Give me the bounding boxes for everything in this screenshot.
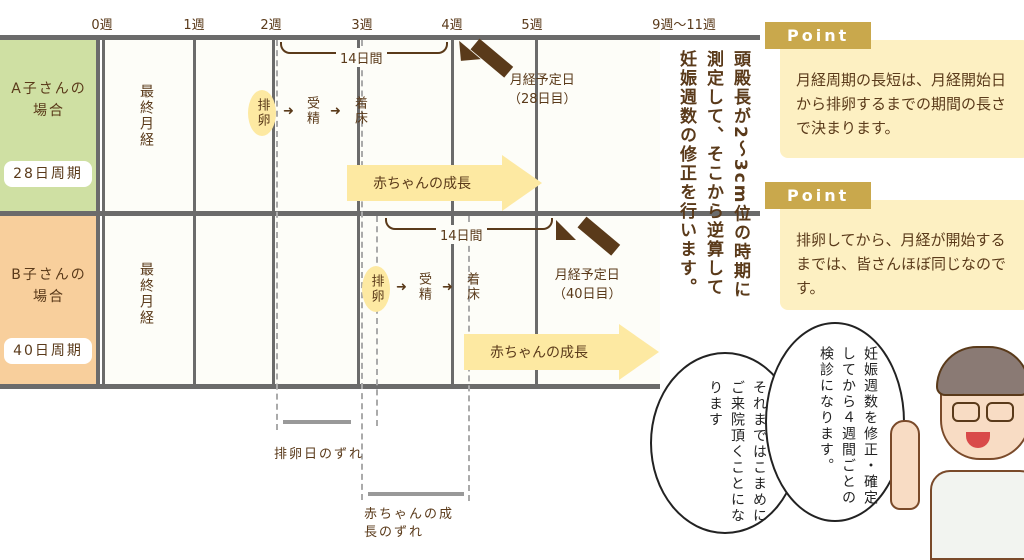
ovulation-label: 排卵: [368, 274, 384, 304]
vertical-note: 頭殿長が2〜3cm位の時期に測定して、そこから逆算して妊娠週数の修正を行います。: [672, 50, 753, 340]
row-b-implantation: 着床: [464, 272, 479, 302]
arrow-icon: ➜: [330, 104, 341, 119]
expected-label: 月経予定日: [554, 268, 620, 283]
week-label-4: 4週: [441, 18, 463, 33]
week-label-0: 0週: [91, 18, 113, 33]
pointing-hand-icon: [890, 420, 920, 510]
row-a-title: A子さんの場合: [11, 81, 87, 119]
row-b-cycle: 40日周期: [4, 338, 92, 364]
grid-line: [193, 37, 196, 387]
bubble-left-text: それまではこまめにご来院頂くことになります: [707, 380, 767, 524]
expected-label: 月経予定日: [509, 73, 575, 88]
row-a-expected: 月経予定日 （28日目）: [508, 69, 577, 107]
week-label-1: 1週: [183, 18, 205, 33]
point-tag-2: Point: [765, 182, 872, 209]
note-line-2: 測定して、そこから逆算して: [703, 50, 723, 297]
arrow-icon: ➜: [442, 280, 453, 295]
middle-line: [0, 211, 760, 216]
growth-gap-label: 赤ちゃんの成長のずれ: [364, 507, 455, 540]
expected-day: （40日目）: [553, 287, 622, 302]
speech-bubble-doctor: 妊娠週数を修正・確定してから４週間ごとの検診になります。: [765, 322, 905, 522]
row-b-fertilization: 受精: [416, 272, 431, 302]
arrowhead-icon: [556, 220, 576, 240]
grid-line: [535, 37, 538, 387]
row-a-last-period: 最終月経: [138, 84, 154, 148]
grid-line: [96, 37, 100, 387]
row-a-cycle: 28日周期: [4, 161, 92, 187]
ovulation-gap-arrow-icon: [283, 420, 351, 424]
point-box-2: 排卵してから、月経が開始するまでは、皆さんほぼ同じなのです。: [780, 200, 1024, 310]
week-label-2: 2週: [260, 18, 282, 33]
dashed-line: [376, 216, 378, 426]
row-a-growth-arrow: 赤ちゃんの成長: [347, 155, 542, 211]
row-b-growth-arrow: 赤ちゃんの成長: [464, 324, 659, 380]
week-label-5: 5週: [521, 18, 543, 33]
ovulation-label: 排卵: [254, 98, 270, 128]
bubble-doctor-text: 妊娠週数を修正・確定してから４週間ごとの検診になります。: [818, 346, 878, 506]
bottom-line: [0, 384, 660, 389]
row-a-implantation: 着床: [352, 96, 367, 126]
arrowhead-icon: [459, 39, 481, 61]
row-a-interval: 14日間: [336, 48, 387, 67]
row-b-ovulation: 排卵: [362, 266, 390, 312]
grid-line: [451, 37, 454, 387]
ovulation-gap-label: 排卵日のずれ: [274, 447, 365, 462]
doctor-illustration: [930, 346, 1024, 560]
week-label-9-11: 9週〜11週: [652, 18, 716, 33]
growth-gap-arrow-icon: [368, 492, 464, 496]
grid-line: [102, 37, 105, 387]
grid-line: [272, 37, 275, 387]
expected-day: （28日目）: [508, 92, 577, 107]
note-line-1: 頭殿長が2〜3cm位の時期に: [730, 50, 750, 300]
dashed-line: [361, 40, 363, 500]
row-a-fertilization: 受精: [304, 96, 319, 126]
row-b-last-period: 最終月経: [138, 262, 154, 326]
arrow-icon: ➜: [283, 104, 294, 119]
row-a-ovulation: 排卵: [248, 90, 276, 136]
point-box-1: 月経周期の長短は、月経開始日から排卵するまでの期間の長さで決まります。: [780, 40, 1024, 158]
note-line-3: 妊娠週数の修正を行います。: [676, 50, 696, 297]
point-tag-1: Point: [765, 22, 872, 49]
top-line: [0, 35, 760, 40]
row-b-title: B子さんの場合: [11, 267, 87, 305]
row-b-interval: 14日間: [436, 225, 487, 244]
dashed-line: [276, 40, 278, 430]
row-b-expected: 月経予定日 （40日目）: [553, 264, 622, 302]
week-label-3: 3週: [351, 18, 373, 33]
grid-line: [357, 37, 360, 387]
arrow-icon: ➜: [396, 280, 407, 295]
